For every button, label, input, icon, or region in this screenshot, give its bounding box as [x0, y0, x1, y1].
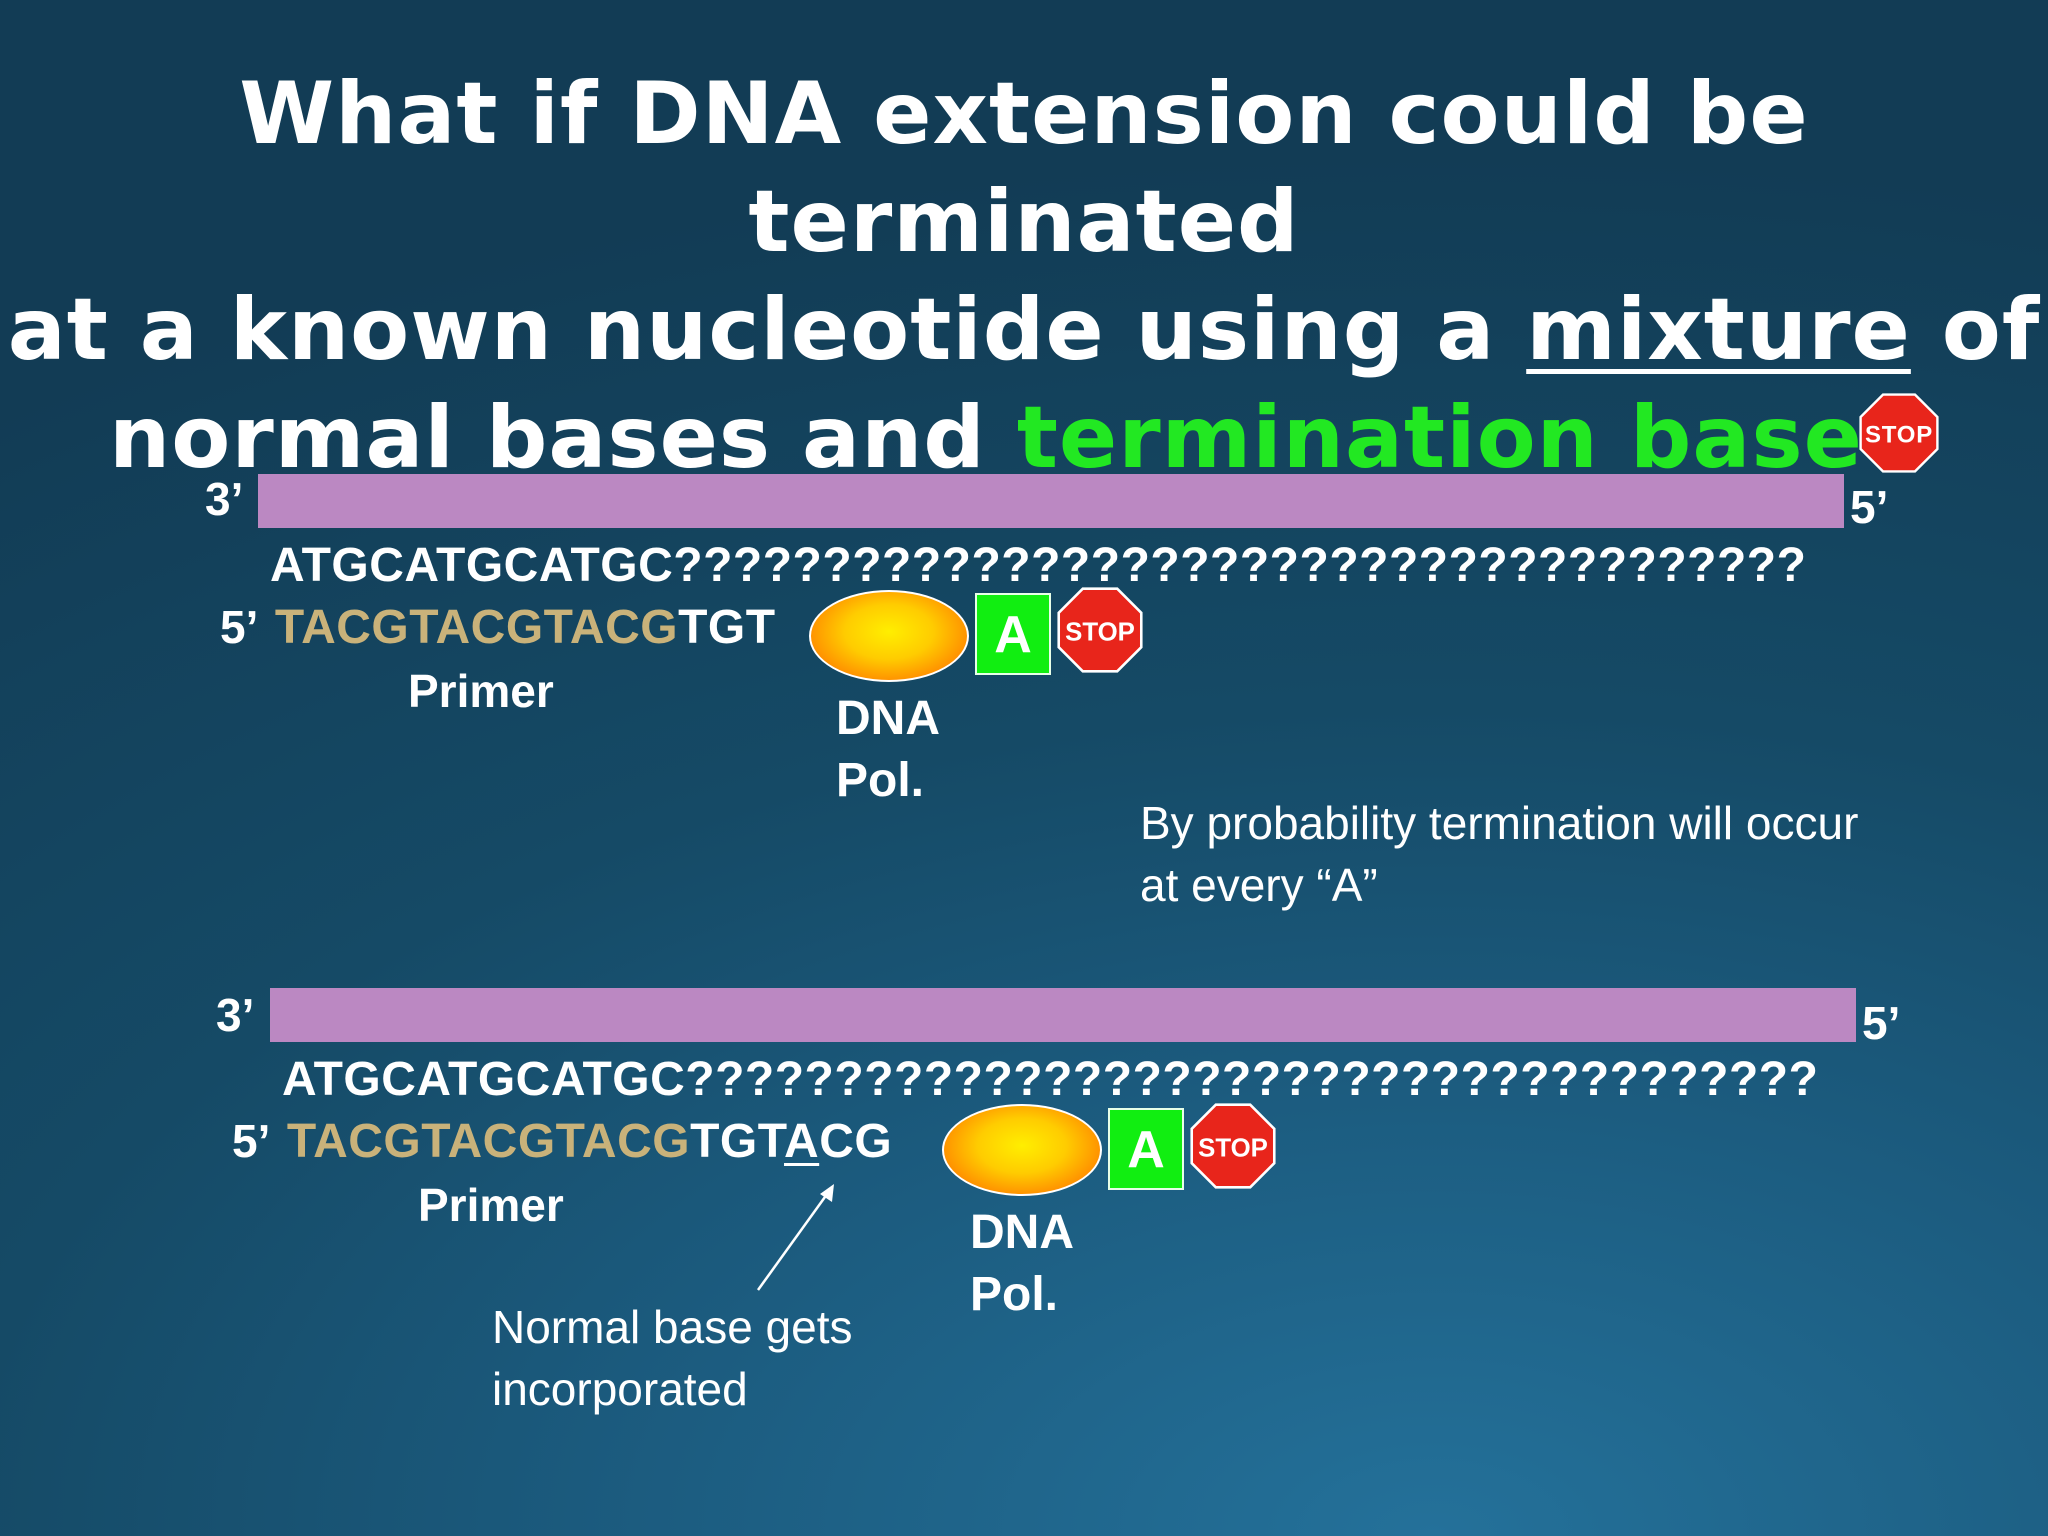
dna-pol-label-line-1: DNA — [836, 692, 940, 745]
template-sequence: ATGCATGCATGC????????????????????????????… — [270, 539, 1807, 592]
template-sequence: ATGCATGCATGC????????????????????????????… — [282, 1053, 1819, 1106]
template-5prime-label: 5’ — [1850, 481, 1889, 533]
primer-label: Primer — [408, 665, 554, 717]
template-3prime-label: 3’ — [205, 473, 244, 525]
primer-5prime-label: 5’ — [220, 601, 259, 653]
termination-a-base: A — [1108, 1108, 1184, 1190]
primer-sequence: TACGTACGTACG — [286, 1115, 691, 1168]
dna-polymerase — [942, 1104, 1102, 1196]
dna-pol-label: DNA Pol. — [836, 688, 940, 812]
probability-note-line-1: By probability termination will occur — [1140, 797, 1859, 849]
dna-pol-label-line-2: Pol. — [970, 1268, 1059, 1321]
title-line-1: What if DNA extension could be terminate… — [239, 64, 1809, 272]
dna-polymerase — [809, 590, 969, 682]
title-mixture-word: mixture — [1526, 280, 1911, 380]
title-termination-base: termination base — [1016, 388, 1863, 488]
incorporated-normal-a-base: A — [784, 1115, 820, 1168]
stop-sign-icon: STOP — [1190, 1103, 1276, 1189]
slide-title: What if DNA extension could be terminate… — [0, 60, 2048, 492]
normal-base-note: Normal base gets incorporated — [492, 1296, 853, 1420]
extension-sequence-end: CG — [819, 1115, 893, 1168]
termination-a-base: A — [975, 593, 1051, 675]
extension-sequence: TGT — [690, 1115, 785, 1168]
probability-note-line-2: at every “A” — [1140, 859, 1378, 911]
template-5prime-label: 5’ — [1862, 997, 1901, 1049]
template-strand-bar — [270, 988, 1856, 1042]
new-strand-row: 5’ TACGTACGTACGTGTACG — [232, 1114, 892, 1169]
title-line-2: at a known nucleotide using a mixture of — [0, 276, 2048, 384]
stop-sign-icon: STOP — [1057, 587, 1143, 673]
primer-sequence: TACGTACGTACG — [274, 601, 679, 654]
title-line-3-text: normal bases and — [109, 388, 1017, 488]
stop-sign-text: STOP — [1865, 422, 1933, 449]
stop-sign-text: STOP — [1198, 1134, 1268, 1162]
dna-pol-label: DNA Pol. — [970, 1202, 1074, 1326]
normal-base-note-line-2: incorporated — [492, 1363, 748, 1415]
probability-note: By probability termination will occur at… — [1140, 792, 1858, 916]
template-strand-bar — [258, 474, 1844, 528]
title-line-2-end: of — [1910, 280, 2041, 380]
primer-label: Primer — [418, 1179, 564, 1231]
dna-pol-label-line-1: DNA — [970, 1206, 1074, 1259]
stop-sign-icon: STOP — [1859, 393, 1939, 473]
dna-pol-label-line-2: Pol. — [836, 754, 925, 807]
new-strand-row: 5’ TACGTACGTACGTGT — [220, 600, 776, 655]
extension-sequence: TGT — [678, 601, 776, 654]
template-3prime-label: 3’ — [216, 989, 255, 1041]
pointer-arrow-icon — [756, 1184, 834, 1291]
normal-base-note-line-1: Normal base gets — [492, 1301, 853, 1353]
stop-sign-text: STOP — [1065, 618, 1135, 646]
primer-5prime-label: 5’ — [232, 1115, 271, 1167]
title-line-2-text: at a known nucleotide using a — [7, 280, 1527, 380]
